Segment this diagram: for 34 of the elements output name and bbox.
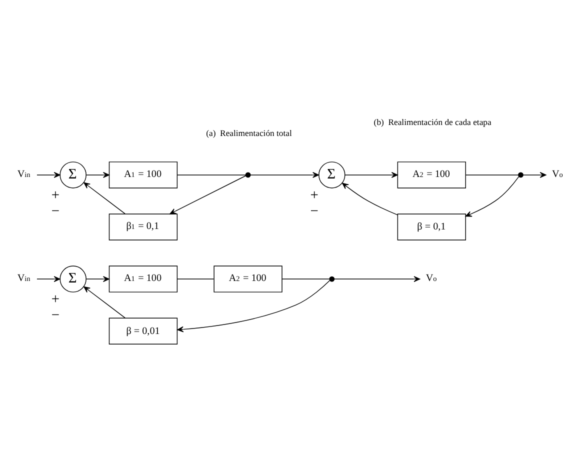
arrow [334,276,420,282]
arrow [522,172,546,178]
node-circle [329,276,335,282]
arrow [86,172,110,178]
arrow [86,276,110,282]
arrow [344,172,398,178]
arrow [36,276,60,282]
arrow [36,172,60,178]
connector [176,278,214,280]
arrow [170,175,246,214]
node-label: − [51,308,60,324]
node-circle: Σ [318,162,346,188]
arrow [342,182,398,216]
node-label: + [51,292,60,308]
node-box: β = 0,01 [108,318,178,344]
node-circle: Σ [60,266,86,292]
arrow [465,176,520,217]
connector [282,278,330,280]
node-box: β = 0,1 [397,214,466,240]
connector [465,174,519,176]
node-label: + [310,188,318,204]
connector [176,174,246,176]
arrow [250,172,319,178]
arrow [177,280,330,332]
node-circle: Σ [60,162,86,188]
arrow [84,182,126,214]
node-label: − [51,203,60,220]
node-circle [245,172,251,178]
node-circle [518,172,524,178]
node-label: + [51,188,60,204]
label: (b) Realimentación de cada etapa [374,117,492,128]
node-label: − [310,203,318,220]
label: (a) Realimentación total [206,128,292,138]
arrow [84,286,126,318]
